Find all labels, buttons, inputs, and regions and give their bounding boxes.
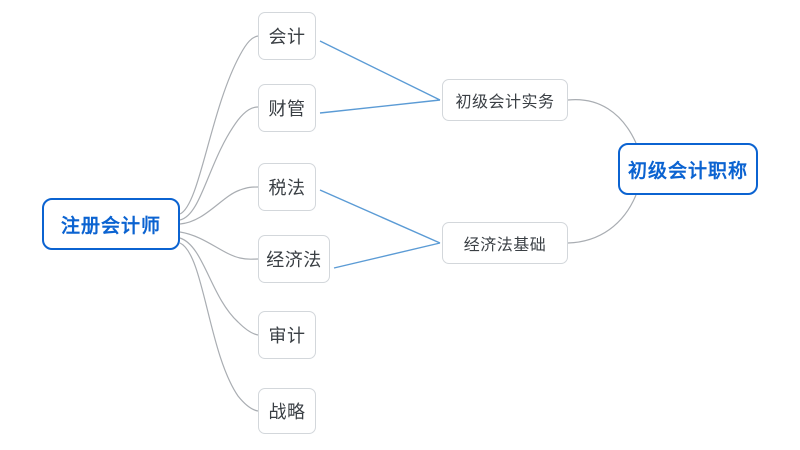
subject-node-jingjifa-label: 经济法 <box>266 250 322 270</box>
edge-jingjifa-jichu <box>333 242 441 269</box>
subject-node-kuaiji[interactable]: 会计 <box>258 12 316 60</box>
edge-cpa-shenji <box>179 237 259 336</box>
root-node-junior-title[interactable]: 初级会计职称 <box>618 143 758 195</box>
subject-node-caiguan-label: 财管 <box>268 99 306 119</box>
edge-cpa-caiguan <box>179 106 259 221</box>
subject-node-zhanlue[interactable]: 战略 <box>258 388 316 434</box>
mid-node-practice[interactable]: 初级会计实务 <box>442 79 568 121</box>
edge-caiguan-shiwu <box>319 99 441 114</box>
root-node-cpa[interactable]: 注册会计师 <box>42 198 180 250</box>
edge-cpa-shuifa <box>179 186 259 225</box>
subject-node-jingjifa[interactable]: 经济法 <box>258 235 330 283</box>
edge-cpa-zhanlue <box>179 242 259 412</box>
subject-node-kuaiji-label: 会计 <box>268 27 306 47</box>
edge-shiwu-title <box>567 99 637 144</box>
subject-node-shenji[interactable]: 审计 <box>258 311 316 359</box>
edge-cpa-jingjifa <box>179 231 259 260</box>
mid-node-econ-law-basics-label: 经济法基础 <box>463 237 547 254</box>
subject-node-zhanlue-label: 战略 <box>268 402 306 422</box>
subject-node-shuifa[interactable]: 税法 <box>258 163 316 211</box>
root-node-cpa-label: 注册会计师 <box>60 215 161 237</box>
mid-node-practice-label: 初级会计实务 <box>455 94 555 111</box>
edge-shuifa-jichu <box>319 189 441 244</box>
edge-cpa-kuaiji <box>179 35 259 215</box>
subject-node-shenji-label: 审计 <box>268 326 306 346</box>
subject-node-shuifa-label: 税法 <box>268 178 306 198</box>
edge-jichu-title <box>567 194 637 244</box>
root-node-junior-title-label: 初级会计职称 <box>627 160 748 182</box>
subject-node-caiguan[interactable]: 财管 <box>258 84 316 132</box>
mid-node-econ-law-basics[interactable]: 经济法基础 <box>442 222 568 264</box>
edge-kuaiji-shiwu <box>319 40 441 101</box>
